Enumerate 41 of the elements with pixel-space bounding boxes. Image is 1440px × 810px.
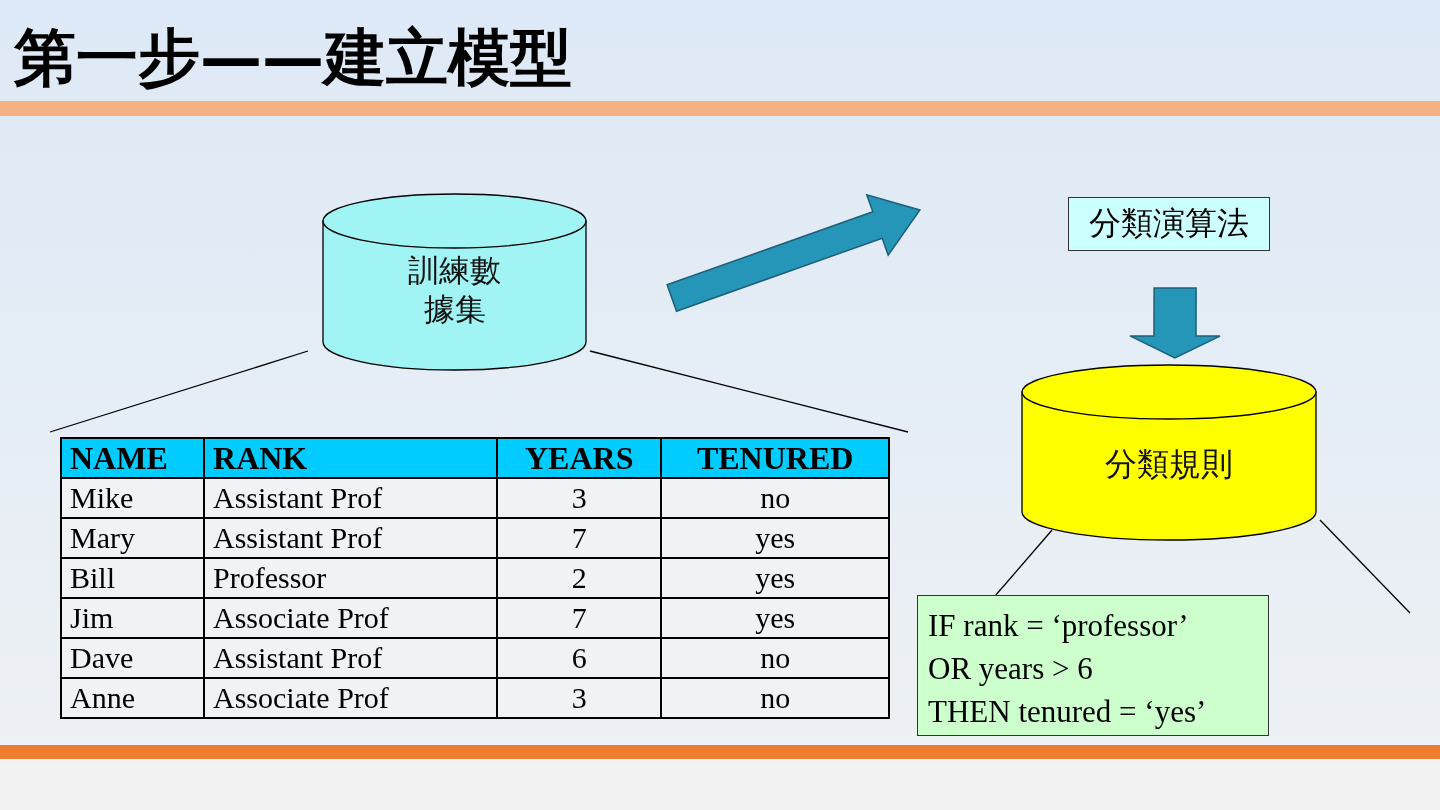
table-cell: Professor <box>204 558 498 598</box>
header-cell: NAME <box>61 438 205 478</box>
database-cylinder <box>1021 364 1317 540</box>
table-cell: Mike <box>61 478 205 518</box>
cylinder-label: 訓練數據集 <box>407 251 502 329</box>
table-cell: Bill <box>61 558 205 598</box>
table-cell: Dave <box>61 638 205 678</box>
table-cell: 3 <box>497 478 662 518</box>
table-cell: yes <box>661 518 889 558</box>
table-cell: 7 <box>497 518 662 558</box>
block-arrow <box>1129 287 1221 359</box>
table-cell: Associate Prof <box>204 598 498 638</box>
table-cell: Assistant Prof <box>204 518 498 558</box>
table-cell: Assistant Prof <box>204 478 498 518</box>
header-cell: TENURED <box>661 438 889 478</box>
table-cell: Anne <box>61 678 205 718</box>
table-cell: Assistant Prof <box>204 638 498 678</box>
table-cell: 2 <box>497 558 662 598</box>
cylinder-label: 分類規則 <box>1104 444 1234 484</box>
header-cell: YEARS <box>497 438 662 478</box>
rule-text: IF rank = ‘professor’ <box>928 607 1190 645</box>
connector-line <box>995 529 1053 596</box>
table-cell: 7 <box>497 598 662 638</box>
database-cylinder <box>322 193 587 370</box>
table-cell: Jim <box>61 598 205 638</box>
table-cell: no <box>661 478 889 518</box>
table-cell: yes <box>661 558 889 598</box>
slide-title: 第一步——建立模型 <box>14 20 572 96</box>
table-cell: no <box>661 678 889 718</box>
rule-text: THEN tenured = ‘yes’ <box>928 693 1208 731</box>
rule-text: OR years > 6 <box>928 650 1094 688</box>
header-cell: RANK <box>204 438 498 478</box>
table-cell: 3 <box>497 678 662 718</box>
table-cell: no <box>661 638 889 678</box>
table-cell: Mary <box>61 518 205 558</box>
table-cell: Associate Prof <box>204 678 498 718</box>
block-arrow <box>666 193 922 313</box>
table-cell: 6 <box>497 638 662 678</box>
connector-line <box>1319 519 1411 614</box>
process-box: 分類演算法 <box>1068 197 1270 251</box>
table-cell: yes <box>661 598 889 638</box>
